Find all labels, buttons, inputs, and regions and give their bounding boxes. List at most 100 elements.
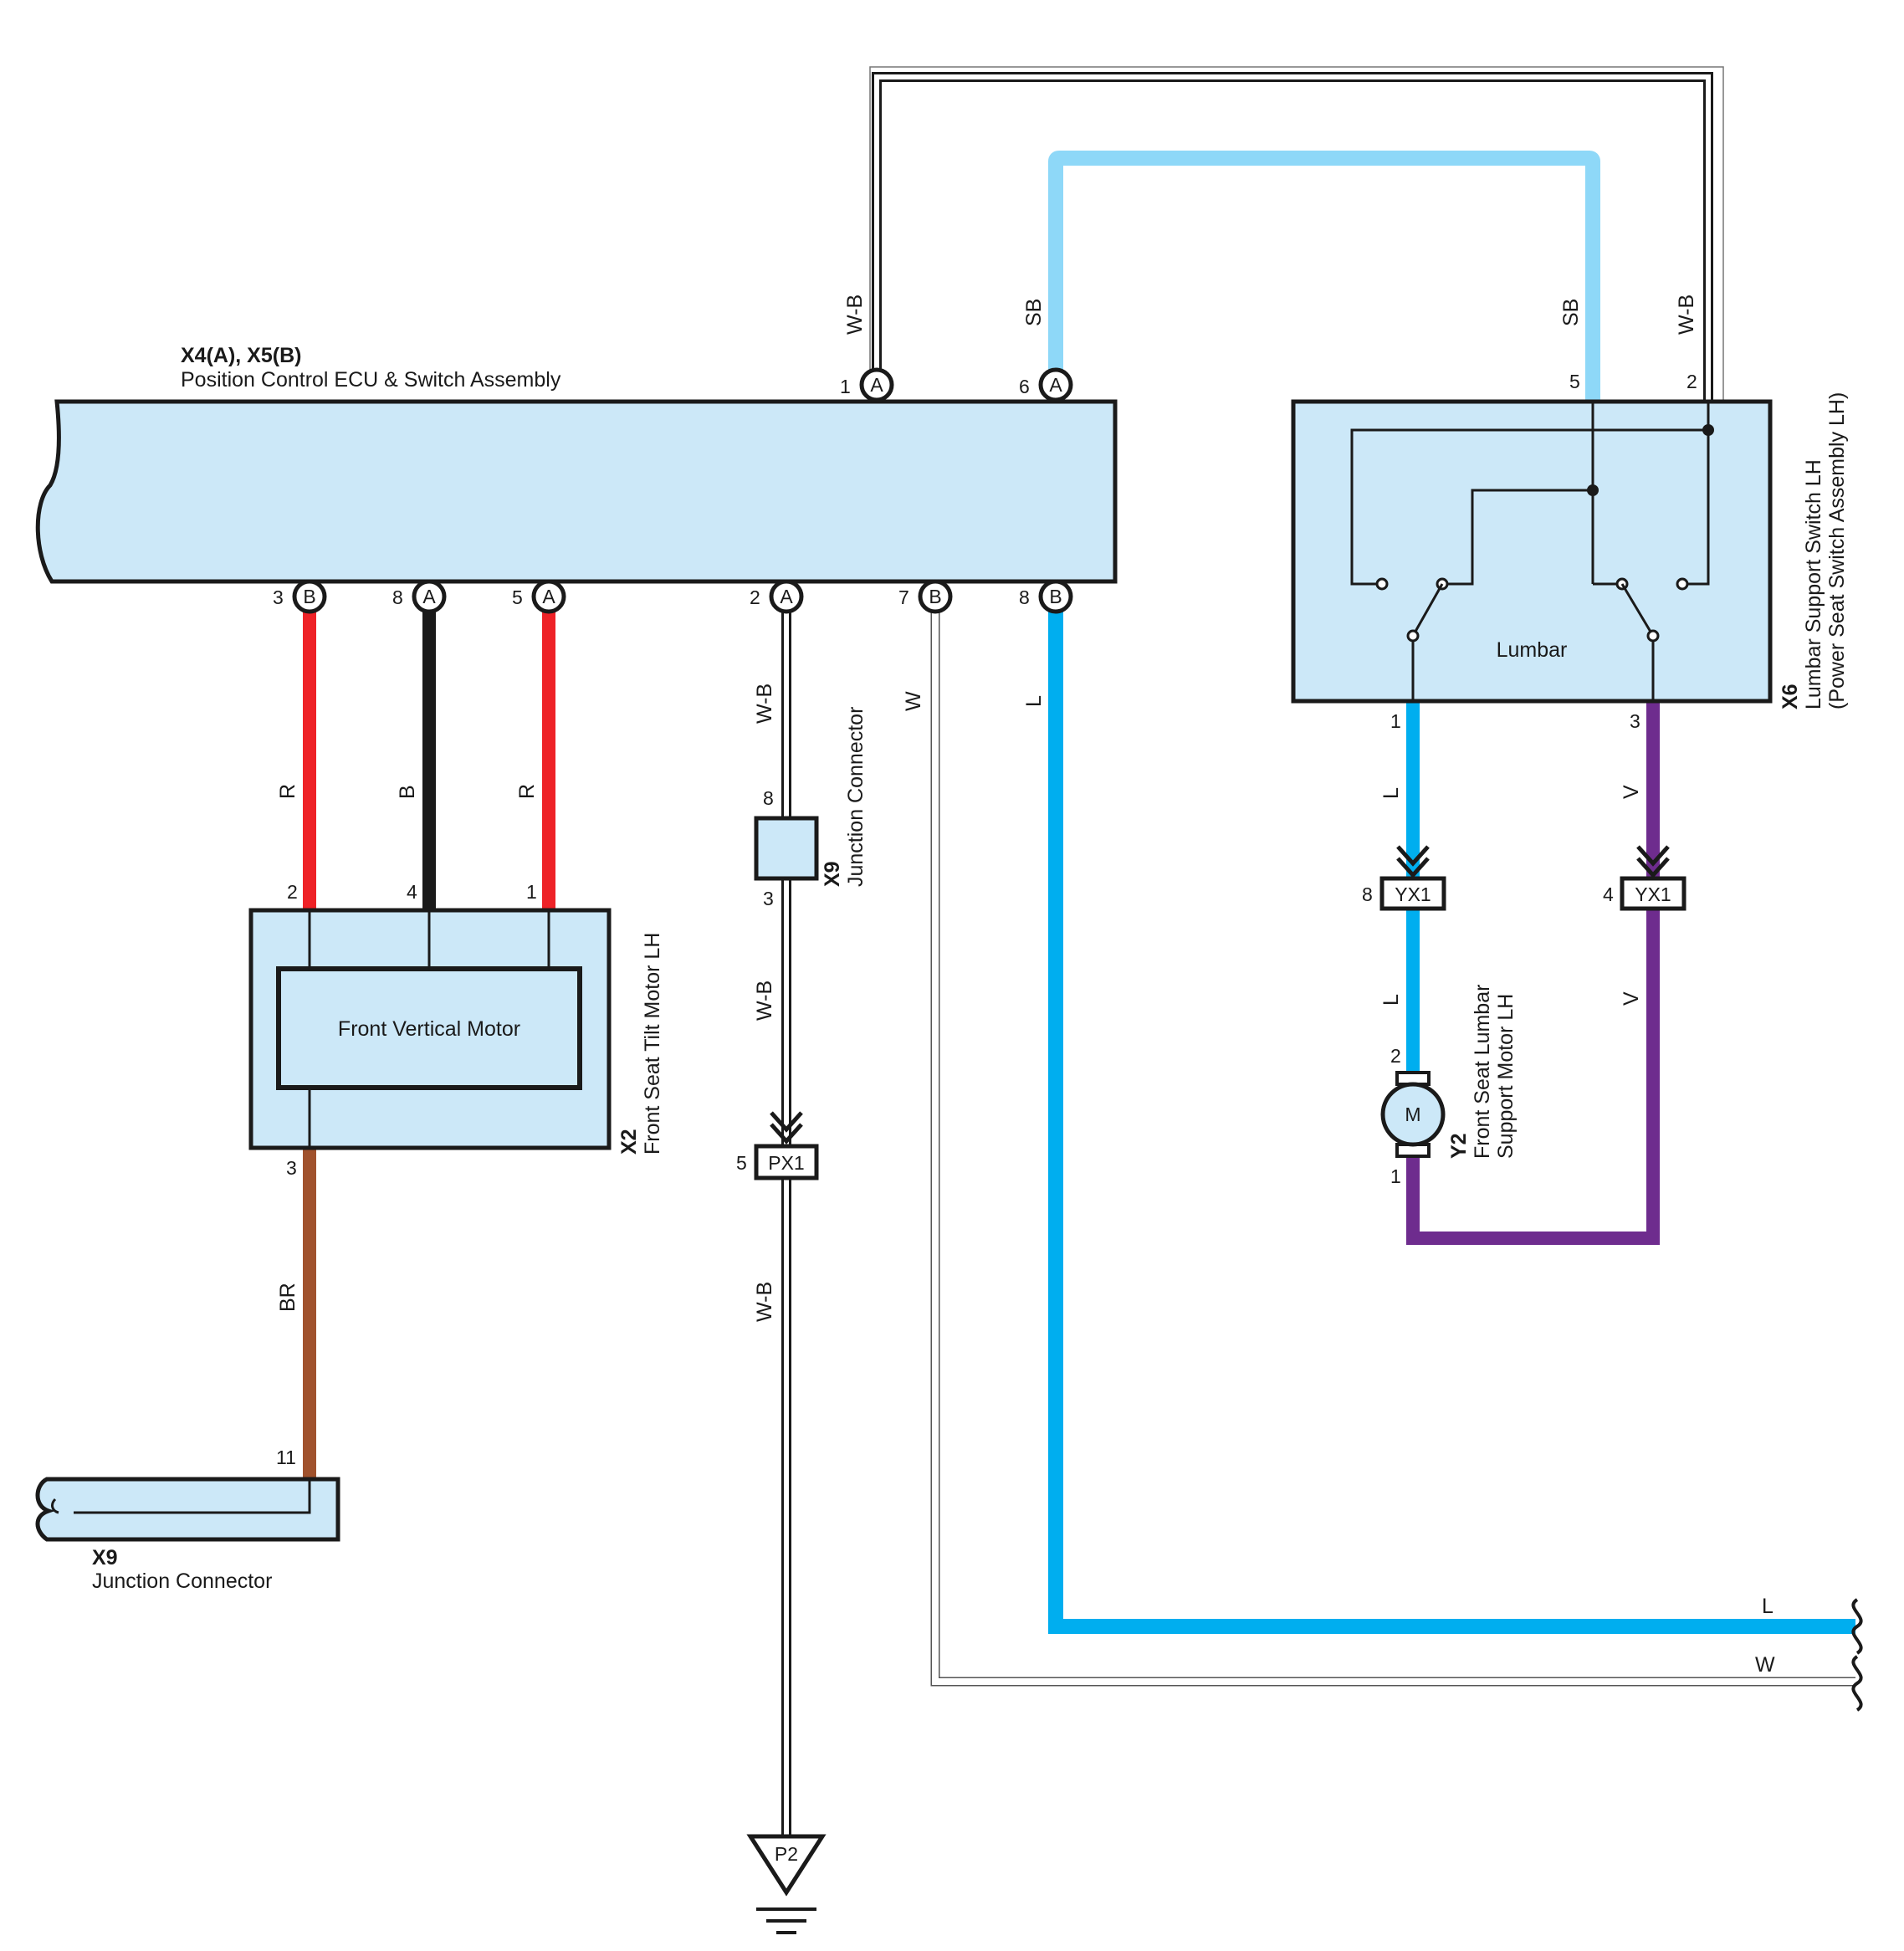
wire-label-l-down: L [1022,695,1046,707]
junction-bottom-pin-11: 11 [276,1447,296,1468]
ecu-body [35,399,1118,584]
lumbar-switch-name-1: Lumbar Support Switch LH [1802,459,1825,709]
ecu-pin-a5: A 5 [512,579,566,614]
yx1-left-connector [1379,876,1446,911]
px1-connector [754,1144,819,1180]
junction-mid-id: X9 [821,861,844,887]
px1-pin: 5 [736,1152,747,1174]
wire-label-sw-2: W-B [1675,294,1698,335]
ground-icon [756,1907,816,1934]
svg-text:A: A [870,374,883,396]
wire-label-br: BR [276,1283,299,1312]
wire-label-wb-lower: W-B [753,1282,776,1322]
ecu-pin-b8: B 8 [1019,579,1073,614]
ecu-pin-b7: B 7 [898,579,953,614]
yx1-right-connector [1620,876,1686,911]
wire-label-ecu-a1: W-B [843,294,867,335]
tilt-pin-3: 3 [286,1157,297,1179]
svg-text:A: A [1049,374,1062,396]
junction-bottom-id: X9 [92,1546,118,1570]
ecu-pin-a8: A 8 [392,579,447,614]
tilt-motor-id: X2 [617,1129,641,1155]
switch-pin-2: 2 [1686,371,1697,392]
front-vertical-motor-label: Front Vertical Motor [338,1017,520,1041]
lumbar-switch-name-2: (Power Seat Switch Assembly LH) [1825,392,1849,709]
svg-text:B: B [929,586,941,607]
lumbar-motor-name-2: Support Motor LH [1494,994,1518,1159]
motor-m-icon: M [1405,1104,1420,1125]
wire-v-switch [1406,703,1660,1245]
lumbar-motor-id: Y2 [1447,1133,1471,1159]
wire-label-w-down: W [902,691,925,711]
svg-text:A: A [542,586,555,607]
wire-label-l-right: L [1762,1595,1773,1618]
wire-label-wb-upper: W-B [753,684,776,724]
lumbar-motor-pin-1: 1 [1390,1165,1401,1187]
wire-label-r-right: R [515,784,539,799]
svg-text:7: 7 [898,586,909,608]
svg-text:8: 8 [392,586,403,608]
yx1-left-chevron [1396,845,1430,878]
wire-label-sw-5: SB [1559,299,1583,326]
wire-label-wb-mid: W-B [753,981,776,1021]
yx1-right-pin: 4 [1603,883,1614,905]
yx1-right-label: YX1 [1635,883,1671,905]
lumbar-motor-pin-2: 2 [1390,1045,1401,1067]
yx1-left-pin: 8 [1362,883,1373,905]
switch-pin-1: 1 [1390,710,1401,732]
px1-chevron [770,1111,803,1144]
front-vertical-motor [276,966,582,1090]
ecu-pin-a6: A 6 [1019,367,1073,402]
tilt-pin-1: 1 [526,881,537,903]
wire-w-b-ecu-to-switch [872,72,1713,400]
lumbar-switch-inner-label: Lumbar [1497,638,1568,662]
yx1-right-chevron [1636,845,1670,878]
wire-break-mark-w [1851,1655,1863,1712]
wire-label-r-left: R [276,784,299,799]
svg-text:1: 1 [840,376,851,397]
junction-bottom-name: Junction Connector [92,1570,272,1593]
junction-mid-name: Junction Connector [844,707,868,887]
wire-w-core [932,611,1855,1685]
tilt-pin-4: 4 [407,881,417,903]
junction-mid-pin-8: 8 [763,787,774,809]
svg-text:A: A [422,586,436,607]
ground-p2-symbol [746,1834,827,1897]
lumbar-switch-id: X6 [1779,684,1802,709]
wire-l-ecu [1048,611,1855,1634]
svg-text:8: 8 [1019,586,1030,608]
wire-w-b-ecu-to-switch-core [874,74,1711,400]
svg-text:6: 6 [1019,376,1030,397]
wire-break-mark-l [1851,1598,1863,1655]
wire-label-b-mid: B [396,785,419,799]
svg-text:3: 3 [273,586,284,608]
ground-p2-label: P2 [775,1843,798,1865]
wire-label-l-sw-lower: L [1379,994,1403,1006]
lumbar-motor [1380,1071,1446,1158]
tilt-motor-name: Front Seat Tilt Motor LH [641,933,664,1155]
svg-text:A: A [780,586,793,607]
junction-mid-body [754,816,819,881]
switch-pin-3: 3 [1630,710,1640,732]
ecu-id: X4(A), X5(B) [181,344,301,367]
wire-sb [1048,151,1600,400]
svg-text:B: B [303,586,315,607]
wire-label-v-sw-upper: V [1620,785,1643,799]
wire-w-b-outer-thin [869,66,1724,400]
junction-mid-pin-3: 3 [763,888,774,909]
lumbar-switch-body [1291,399,1773,704]
svg-text:2: 2 [750,586,760,608]
svg-text:5: 5 [512,586,523,608]
yx1-left-label: YX1 [1395,883,1431,905]
junction-bottom-body [35,1477,340,1542]
ecu-pin-a1: A 1 [840,367,894,402]
svg-text:B: B [1049,586,1062,607]
wire-label-w-right: W [1755,1653,1775,1677]
wire-label-l-sw-upper: L [1379,787,1403,799]
wire-label-v-sw-lower: V [1620,991,1643,1006]
lumbar-motor-name-1: Front Seat Lumbar [1471,985,1494,1159]
tilt-pin-2: 2 [287,881,298,903]
lumbar-switch-internal [1350,402,1714,701]
ecu-name: Position Control ECU & Switch Assembly [181,368,561,392]
